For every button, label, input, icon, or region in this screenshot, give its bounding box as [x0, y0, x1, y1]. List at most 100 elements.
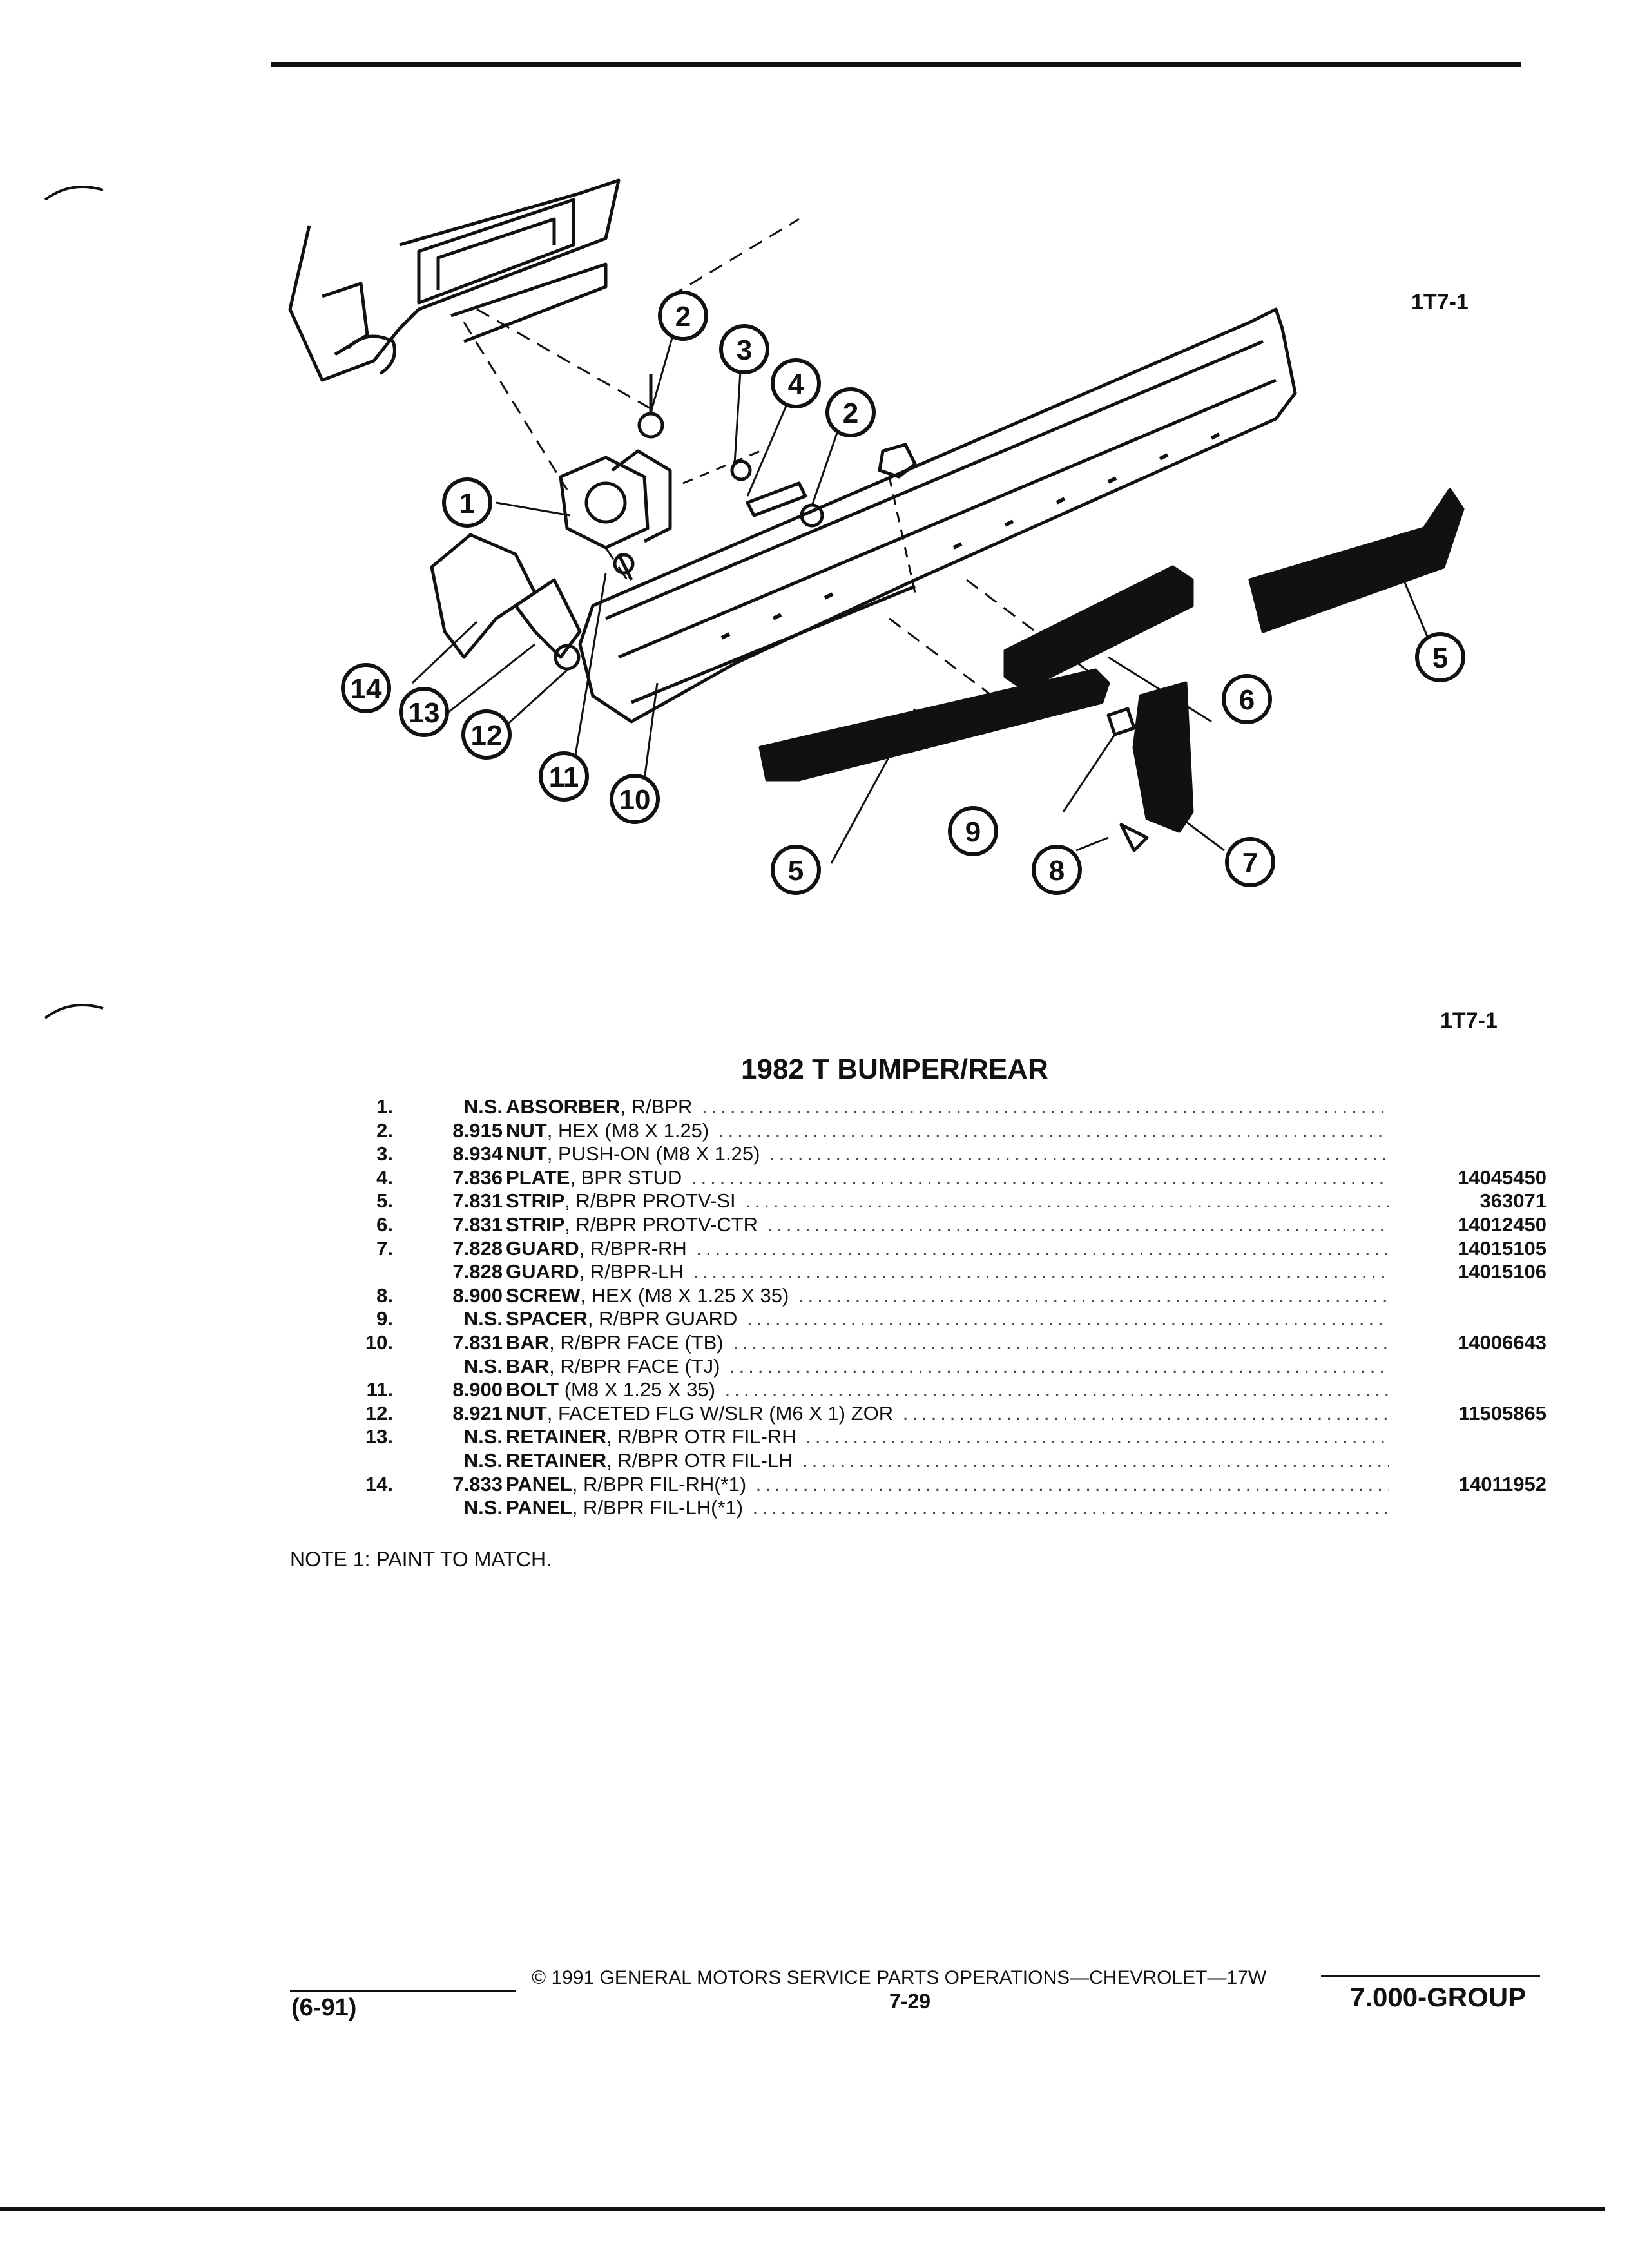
part-name: BAR [506, 1331, 550, 1354]
part-row: N.S.BAR, R/BPR FACE (TJ) ...............… [335, 1355, 1547, 1379]
part-number: 14045450 [1458, 1166, 1547, 1189]
part-row: 9.N.S.SPACER, R/BPR GUARD ..............… [335, 1307, 1547, 1331]
group-number: 8.900 [452, 1378, 503, 1401]
item-number: 12. [365, 1401, 393, 1425]
group-number: N.S. [463, 1354, 503, 1378]
leader-dots: ........................................… [755, 1472, 1389, 1495]
svg-text:1: 1 [459, 488, 475, 519]
part-number: 363071 [1480, 1189, 1547, 1213]
leader-dots: ........................................… [745, 1189, 1389, 1213]
part-description: GUARD, R/BPR-RH ........................… [506, 1237, 1389, 1261]
leader-dots: ........................................… [696, 1236, 1389, 1260]
part-detail: , R/BPR FACE (TJ) [549, 1354, 720, 1378]
page-title: 1982 T BUMPER/REAR [741, 1053, 1048, 1085]
part-description: BAR, R/BPR FACE (TJ) ...................… [506, 1355, 1389, 1379]
figure-code: 1T7-1 [1411, 290, 1469, 314]
part-detail: , HEX (M8 X 1.25) [546, 1119, 709, 1142]
group-number: 7.828 [452, 1236, 503, 1260]
push-on-nut [730, 459, 752, 481]
callout-5: 5 [771, 845, 821, 895]
part-detail: , BPR STUD [570, 1166, 682, 1189]
part-description: RETAINER, R/BPR OTR FIL-RH .............… [506, 1425, 1389, 1449]
part-number: 14015106 [1458, 1260, 1547, 1283]
bumper-guard [1132, 681, 1194, 833]
part-number: 14015105 [1458, 1236, 1547, 1260]
part-name: STRIP [506, 1213, 565, 1236]
leader-dots: ........................................… [767, 1213, 1389, 1236]
leader-dots: ........................................… [902, 1401, 1389, 1425]
bumper-face-bar [578, 307, 1297, 724]
callout-7: 7 [1225, 837, 1275, 887]
part-name: SPACER [506, 1307, 588, 1331]
leader-dots: ........................................… [693, 1260, 1389, 1283]
callout-5: 5 [1415, 632, 1465, 682]
part-name: RETAINER [506, 1448, 607, 1472]
part-description: NUT, HEX (M8 X 1.25) ...................… [506, 1119, 1389, 1143]
part-name: SCREW [506, 1283, 581, 1307]
part-detail: , R/BPR-RH [579, 1236, 687, 1260]
group-number: N.S. [463, 1425, 503, 1448]
part-detail: (M8 X 1.25 X 35) [559, 1378, 716, 1401]
group-number: 8.921 [452, 1401, 503, 1425]
part-name: PANEL [506, 1496, 572, 1519]
part-name: STRIP [506, 1189, 565, 1213]
part-description: PANEL, R/BPR FIL-RH(*1) ................… [506, 1473, 1389, 1497]
leader-dots: ........................................… [805, 1425, 1389, 1448]
callout-13: 13 [399, 687, 449, 737]
part-description: ABSORBER, R/BPR ........................… [506, 1095, 1389, 1119]
part-description: SCREW, HEX (M8 X 1.25 X 35) ............… [506, 1284, 1389, 1308]
item-number: 5. [376, 1189, 393, 1213]
part-detail: , R/BPR FACE (TB) [549, 1331, 724, 1354]
group-number: 7.833 [452, 1472, 503, 1495]
leader-dots: ........................................… [798, 1283, 1389, 1307]
item-number: 6. [376, 1213, 393, 1236]
faceted-nut [554, 644, 581, 671]
part-name: PLATE [506, 1166, 570, 1189]
part-number: 11505865 [1458, 1401, 1547, 1425]
vehicle-body [288, 178, 621, 382]
screw [1119, 823, 1149, 852]
part-description: BOLT (M8 X 1.25 X 35) ..................… [506, 1378, 1389, 1402]
callout-4: 4 [771, 358, 821, 408]
item-number: 14. [365, 1472, 393, 1495]
leader-dots: ........................................… [802, 1448, 1389, 1472]
item-number: 1. [376, 1095, 393, 1118]
bottom-rule [0, 2207, 1605, 2211]
part-row: N.S.PANEL, R/BPR FIL-LH(*1) ............… [335, 1496, 1547, 1520]
page-number: 7-29 [889, 1990, 931, 2013]
group-number: 7.831 [452, 1189, 503, 1213]
part-detail: , R/BPR-LH [579, 1260, 684, 1283]
item-number: 4. [376, 1166, 393, 1189]
callout-11: 11 [539, 751, 589, 802]
group-number: N.S. [463, 1448, 503, 1472]
item-number: 3. [376, 1142, 393, 1166]
spacer [1106, 707, 1136, 736]
part-description: NUT, FACETED FLG W/SLR (M6 X 1) ZOR ....… [506, 1402, 1389, 1426]
leader-dots: ........................................… [733, 1331, 1389, 1354]
svg-text:8: 8 [1049, 855, 1065, 887]
group-number: 7.831 [452, 1331, 503, 1354]
punch-mark-icon [44, 1004, 104, 1019]
part-name: GUARD [506, 1236, 579, 1260]
exploded-bumper-diagram: 1 2 2 3 4 5 5 6 7 8 9 10 11 12 13 14 [288, 178, 1465, 895]
svg-text:14: 14 [351, 673, 382, 705]
part-name: GUARD [506, 1260, 579, 1283]
footer-rule [290, 1990, 516, 1992]
group-number: 7.828 [452, 1260, 503, 1283]
group-number: 7.836 [452, 1166, 503, 1189]
figure-code: 1T7-1 [1440, 1008, 1498, 1033]
part-row: 1.N.S.ABSORBER, R/BPR ..................… [335, 1095, 1547, 1119]
protective-strip-side [758, 668, 1110, 782]
part-name: NUT [506, 1401, 547, 1425]
part-name: BAR [506, 1354, 550, 1378]
nut [637, 412, 664, 439]
leader-dots: ........................................… [729, 1354, 1389, 1378]
group-number: 7.831 [452, 1213, 503, 1236]
note: NOTE 1: PAINT TO MATCH. [290, 1548, 552, 1571]
revision-date: (6-91) [291, 1994, 357, 2021]
